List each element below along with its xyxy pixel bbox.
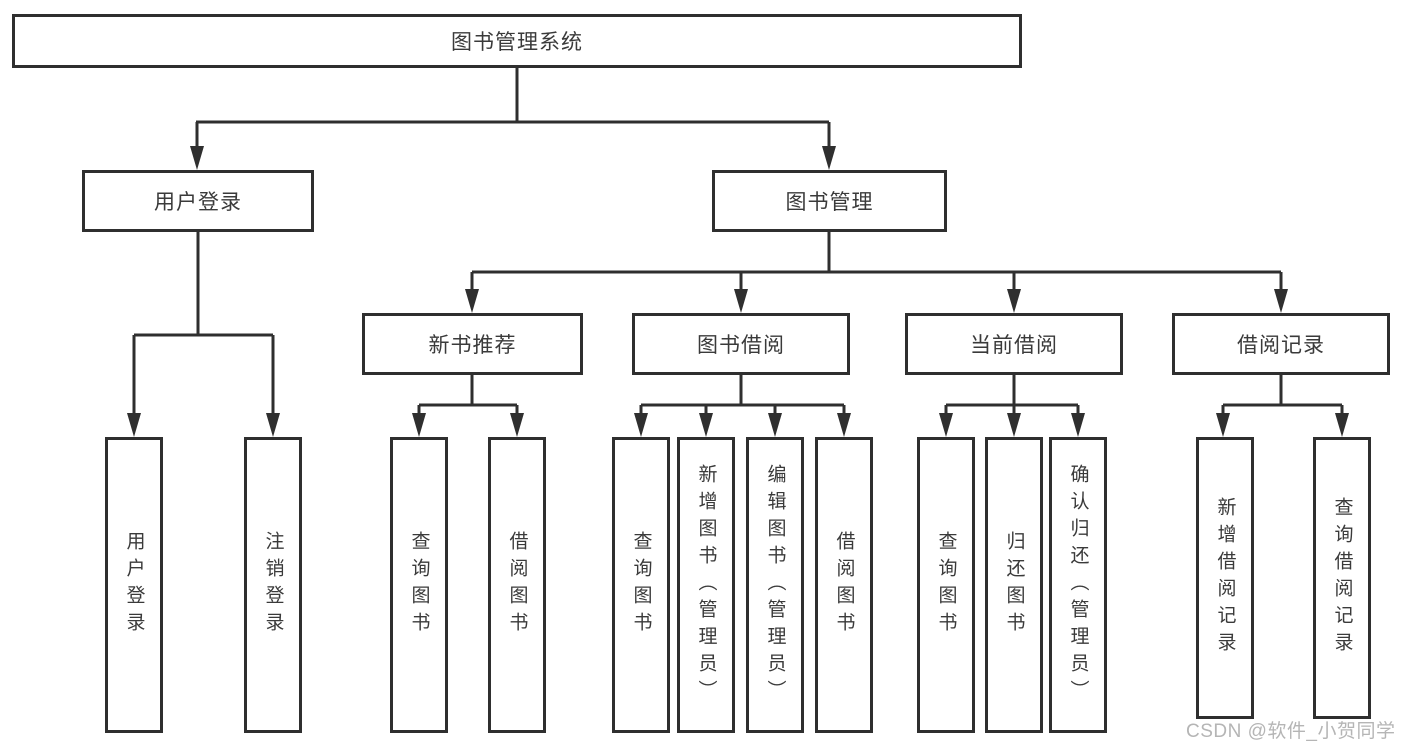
leaf-add-books-admin: 新增图书（管理员）	[677, 437, 735, 733]
edge-book-mgmt-to-level3	[465, 232, 1288, 313]
leaf-confirm-return-admin: 确认归还（管理员）	[1049, 437, 1107, 733]
leaf-borrow-books-1: 借阅图书	[488, 437, 546, 733]
node-book-management-label: 图书管理	[785, 191, 874, 214]
leaf-logout-label: 注销登录	[262, 531, 284, 639]
edge-current-borrow-to-leaves	[939, 375, 1085, 437]
node-book-management: 图书管理	[712, 170, 947, 232]
edge-borrow-records-to-leaves	[1216, 375, 1349, 437]
leaf-edit-books-admin: 编辑图书（管理员）	[746, 437, 804, 733]
leaf-add-books-admin-label: 新增图书（管理员）	[695, 463, 717, 707]
node-book-borrowing-label: 图书借阅	[697, 334, 785, 357]
leaf-add-borrow-record: 新增借阅记录	[1196, 437, 1254, 719]
node-new-book-recommend: 新书推荐	[362, 313, 583, 375]
leaf-return-books-label: 归还图书	[1003, 531, 1025, 639]
leaf-query-books-1: 查询图书	[390, 437, 448, 733]
leaf-query-borrow-record-label: 查询借阅记录	[1331, 497, 1353, 659]
leaf-user-login: 用户登录	[105, 437, 163, 733]
leaf-query-books-3: 查询图书	[917, 437, 975, 733]
node-user-login-label: 用户登录	[154, 191, 242, 214]
node-borrowing-records-label: 借阅记录	[1237, 334, 1325, 357]
leaf-borrow-books-1-label: 借阅图书	[506, 531, 528, 639]
node-book-borrowing: 图书借阅	[632, 313, 850, 375]
csdn-watermark: CSDN @软件_小贺同学	[1186, 721, 1396, 742]
leaf-confirm-return-admin-label: 确认归还（管理员）	[1067, 463, 1089, 707]
leaf-borrow-books-2: 借阅图书	[815, 437, 873, 733]
leaf-return-books: 归还图书	[985, 437, 1043, 733]
leaf-query-books-3-label: 查询图书	[935, 531, 957, 639]
leaf-query-books-2-label: 查询图书	[630, 531, 652, 639]
leaf-add-borrow-record-label: 新增借阅记录	[1214, 497, 1236, 659]
edge-user-login-to-leaves	[127, 232, 280, 437]
node-root-label: 图书管理系统	[451, 31, 583, 54]
node-borrowing-records: 借阅记录	[1172, 313, 1390, 375]
node-current-borrowing: 当前借阅	[905, 313, 1123, 375]
edge-new-book-rec-to-leaves	[412, 375, 524, 437]
edge-root-to-level2	[190, 68, 836, 170]
leaf-edit-books-admin-label: 编辑图书（管理员）	[764, 463, 786, 707]
leaf-user-login-label: 用户登录	[123, 531, 145, 639]
node-new-book-recommend-label: 新书推荐	[428, 334, 517, 357]
leaf-query-borrow-record: 查询借阅记录	[1313, 437, 1371, 719]
leaf-query-books-1-label: 查询图书	[408, 531, 430, 639]
leaf-borrow-books-2-label: 借阅图书	[833, 531, 855, 639]
node-user-login: 用户登录	[82, 170, 314, 232]
edge-book-borrow-to-leaves	[634, 375, 851, 437]
leaf-logout: 注销登录	[244, 437, 302, 733]
leaf-query-books-2: 查询图书	[612, 437, 670, 733]
node-root: 图书管理系统	[12, 14, 1022, 68]
node-current-borrowing-label: 当前借阅	[970, 334, 1058, 357]
